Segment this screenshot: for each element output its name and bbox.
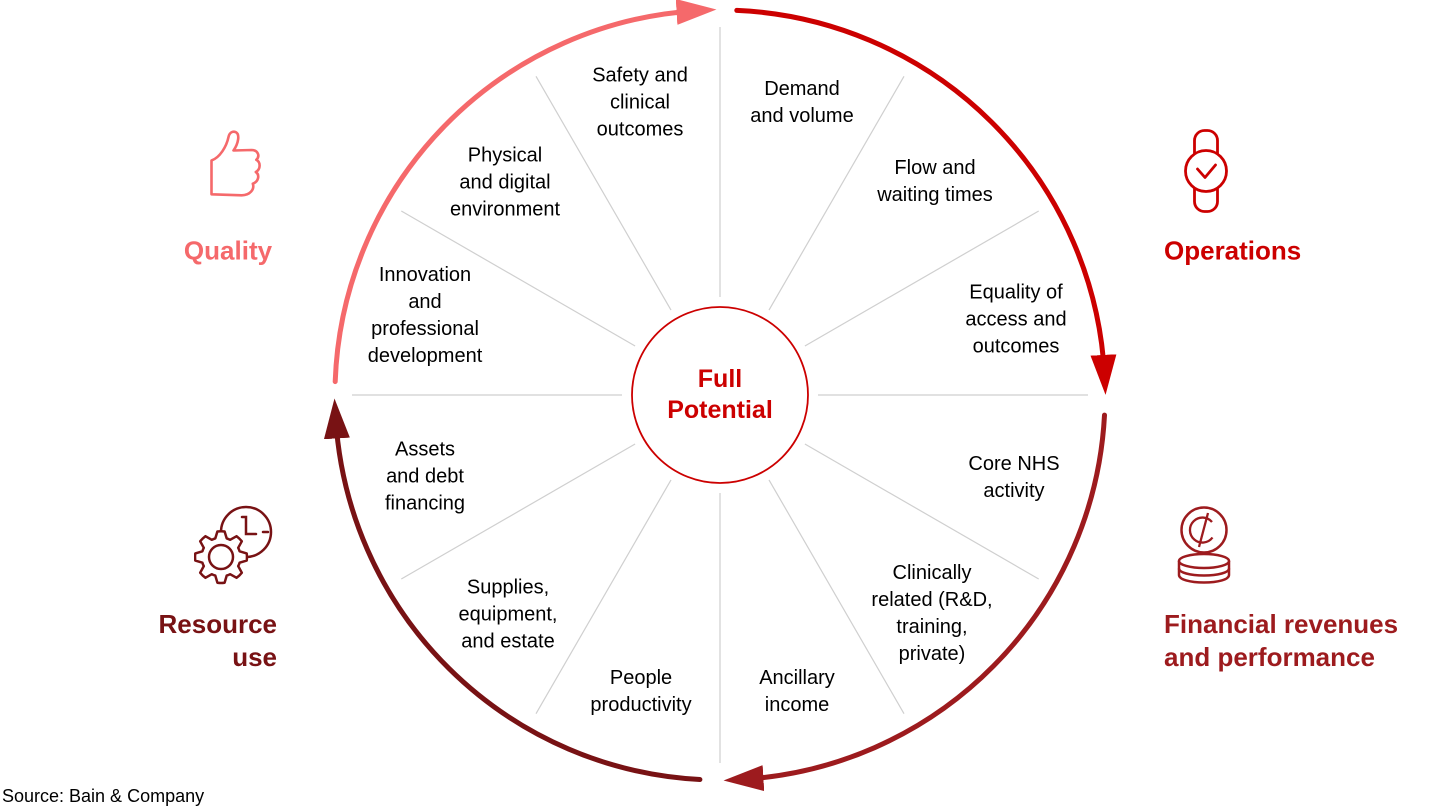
segment-label-safety-clinical-outcomes: Safety and clinical outcomes [592,64,688,141]
segment-label-flow-waiting-times: Flow and waiting times [877,157,993,206]
center-label: Full Potential [667,365,773,424]
segment-divider [535,479,672,715]
segment-label-clinically-related: Clinically related (R&D, training, priva… [871,562,993,665]
operations-arc [734,7,1117,395]
segment-dividers [352,27,1088,763]
segment-label-equality-access-outcomes: Equality of access and outcomes [965,281,1067,358]
source-note: Source: Bain & Company [2,786,205,806]
segment-divider [400,443,636,580]
watch-icon [1184,129,1228,213]
segment-divider [768,75,905,311]
resource-arc [323,398,703,782]
thumbs-up-icon [210,130,261,197]
financial-arc [723,412,1107,792]
segment-label-core-nhs-activity: Core NHS activity [968,453,1060,502]
quality-arc [332,0,717,385]
quadrant-label-operations: Operations [1164,235,1302,266]
segment-label-innovation-professional-development: Innovation and professional development [367,264,483,367]
segment-divider [400,210,636,347]
segment-divider [768,479,905,715]
quadrant-label-resource: Resource use [158,609,278,672]
segment-label-supplies-equipment-estate: Supplies, equipment, and estate [458,576,558,653]
quadrant-label-quality: Quality [183,235,273,266]
segment-label-ancillary-income: Ancillary income [759,667,835,716]
gear-clock-icon [194,505,273,585]
segment-divider [535,75,672,311]
segment-divider [804,210,1039,347]
segment-label-assets-debt-financing: Assets and debt financing [384,438,466,515]
quadrant-label-financial: Financial revenues and performance [1164,609,1399,672]
segment-label-people-productivity: People productivity [590,667,692,716]
segment-label-physical-digital-environment: Physical and digital environment [449,144,561,221]
coins-icon [1177,506,1231,584]
segment-label-demand-volume: Demand and volume [750,78,854,127]
segment-divider [804,443,1039,580]
center-circle [631,306,809,484]
